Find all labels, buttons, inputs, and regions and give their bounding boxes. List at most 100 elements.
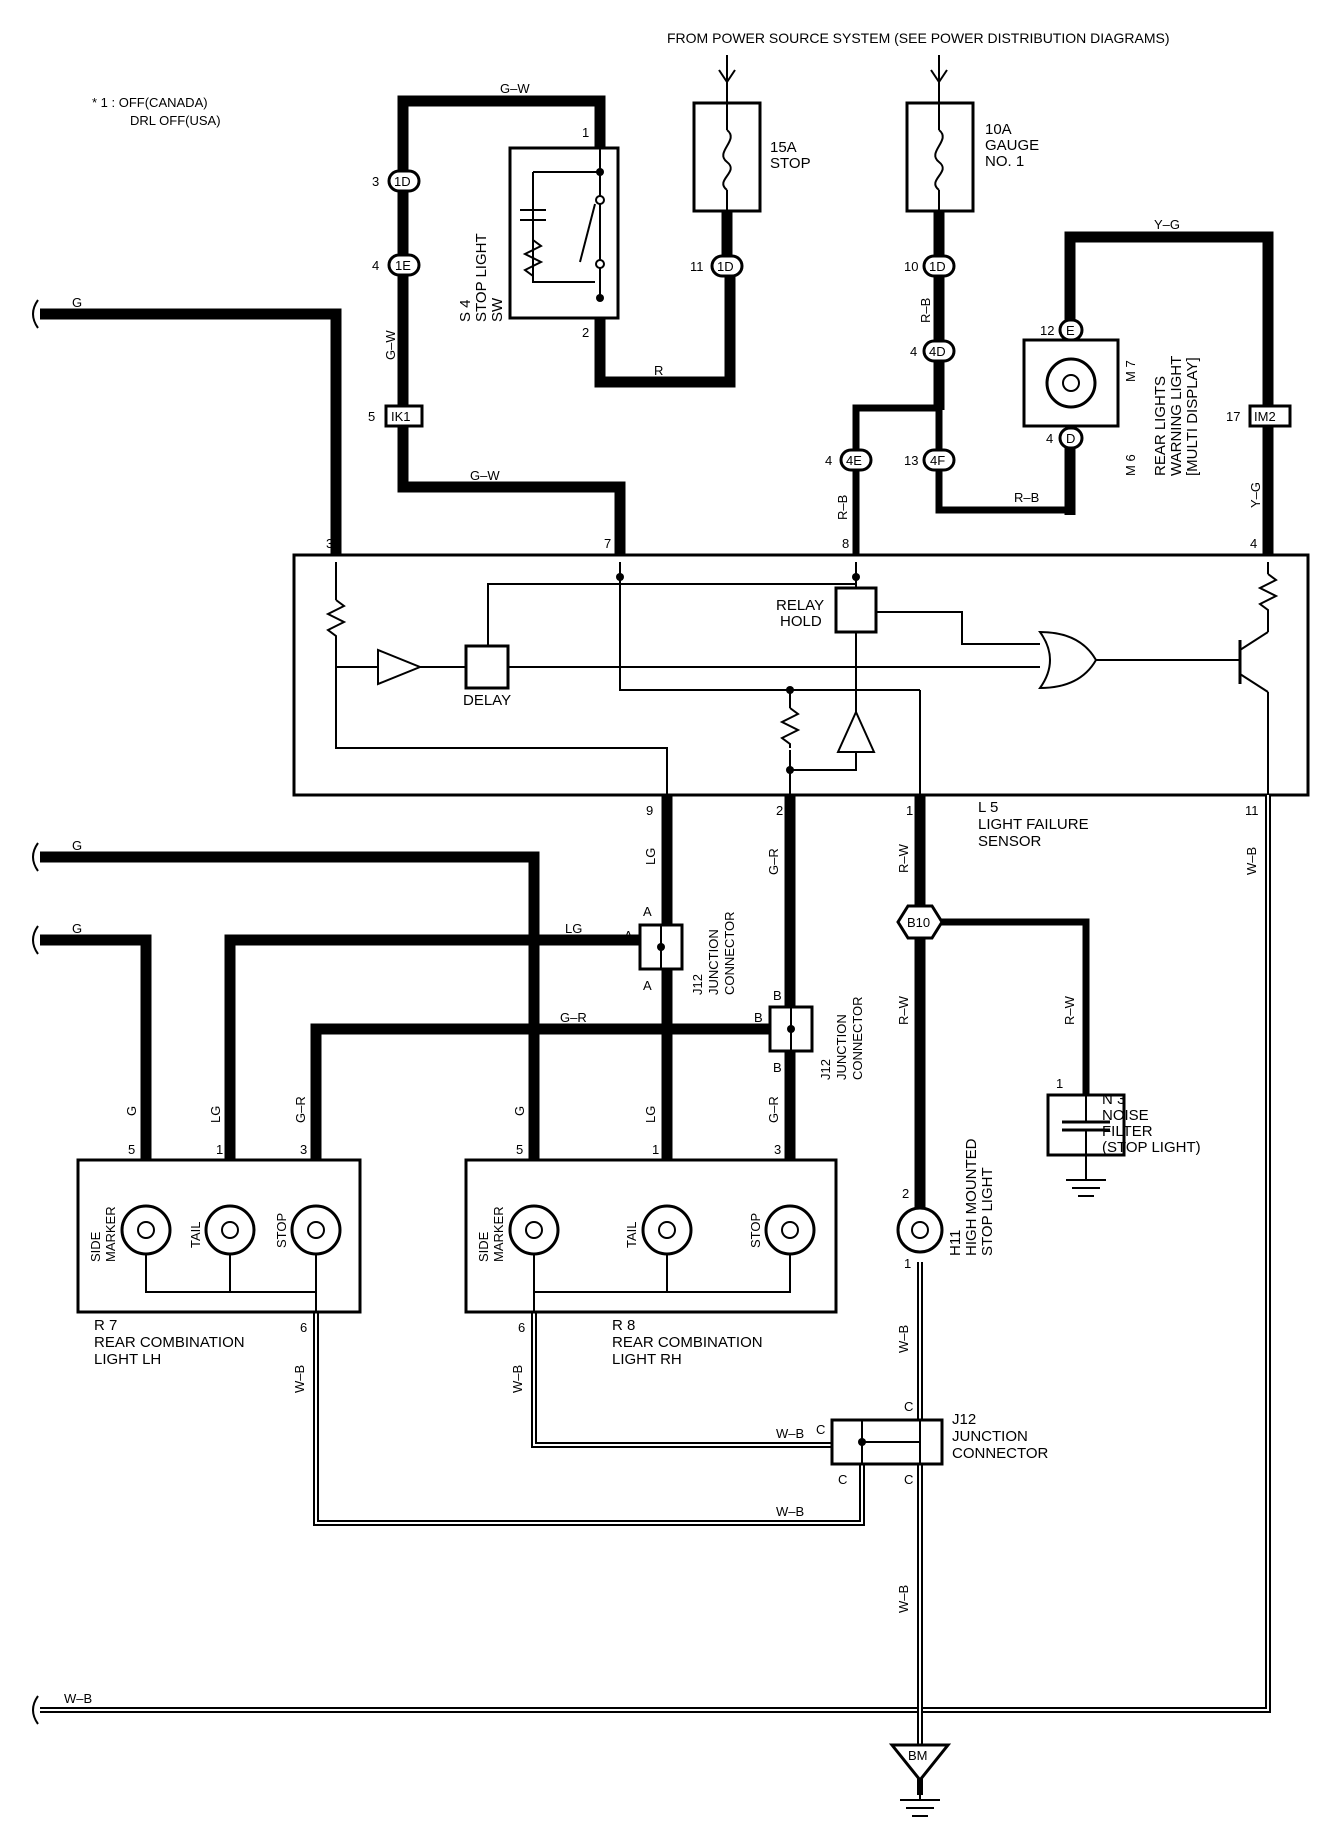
j12c-pin-C-bl: C	[838, 1472, 847, 1487]
r7-name: REAR COMBINATION	[94, 1334, 245, 1351]
pin-3-1D: 3	[372, 174, 379, 189]
j12c-pin-C-br: C	[904, 1472, 913, 1487]
s4-name: STOP LIGHT	[473, 233, 490, 322]
warning-light-name3: [MULTI DISPLAY]	[1184, 357, 1201, 476]
wire-wb-6: W–B	[896, 1325, 911, 1353]
relay-hold-label: RELAY	[776, 597, 824, 614]
footnote-line-1: * 1 : OFF(CANADA)	[92, 95, 208, 110]
j12c-name: JUNCTION	[952, 1428, 1028, 1445]
r8-bulb-marker: MARKER	[491, 1206, 506, 1262]
pin-17-IM2: 17	[1226, 409, 1240, 424]
wire-gw-mid: G–W	[470, 468, 500, 483]
wire-wb-7: W–B	[896, 1585, 911, 1613]
lower-wiring	[40, 795, 1090, 1230]
wire-rb-3: R–B	[1014, 490, 1039, 505]
warning-light-name2: WARNING LIGHT	[1168, 356, 1185, 476]
light-failure-sensor: RELAY HOLD DELAY 3 7 8 4 9 2 1 11 L 5 LI…	[292, 536, 1310, 850]
l5-id: L 5	[978, 799, 998, 816]
wire-gr-1: G–R	[766, 848, 781, 875]
pin-12-E: 12	[1040, 323, 1054, 338]
connectors-top: 1D 3 1E 4 IK1 5 1D 11 1D 10 4D 4 4E 4 4F…	[368, 169, 1292, 472]
s4-pin-1: 1	[582, 125, 589, 140]
rear-combination-light-lh: SIDE MARKER TAIL STOP 5 1 3 6 R 7 REAR C…	[76, 1142, 362, 1368]
rear-combination-light-rh: SIDE MARKER TAIL STOP 5 1 3 6 R 8 REAR C…	[464, 1142, 838, 1368]
wire-g-2: G	[72, 838, 82, 853]
wire-labels: G–W G–W G–W R G R–B R–B R–B Y–G Y–G G G …	[64, 81, 1263, 1706]
ground-bm: BM	[888, 1743, 952, 1817]
l5-pin-2: 2	[776, 803, 783, 818]
pin-5-IK1: 5	[368, 409, 375, 424]
h11-id: H11	[947, 1230, 964, 1256]
fuse-gauge-name: GAUGE	[985, 137, 1039, 154]
m7-id: M 7	[1123, 360, 1138, 382]
h11-pin-1: 1	[904, 1256, 911, 1271]
j12a-id: J12	[690, 974, 705, 995]
noise-filter: 1 N 3 NOISE FILTER (STOP LIGHT)	[1046, 1076, 1201, 1197]
conn-D: D	[1066, 431, 1075, 446]
footnote-line-2: DRL OFF(USA)	[130, 113, 221, 128]
wire-rw-2: R–W	[896, 995, 911, 1025]
conn-IK1: IK1	[391, 409, 411, 424]
r8-pin-3: 3	[774, 1142, 781, 1157]
power-input-arrows	[718, 55, 948, 105]
j12a-name2: CONNECTOR	[722, 911, 737, 995]
l5-name2: SENSOR	[978, 833, 1042, 850]
wire-wb-3: W–B	[510, 1365, 525, 1393]
pin-10-1D: 10	[904, 259, 918, 274]
r8-bulb-stop: STOP	[748, 1213, 763, 1248]
wire-yg-top: Y–G	[1154, 217, 1180, 232]
j12b-name: JUNCTION	[834, 1014, 849, 1080]
power-source-label: FROM POWER SOURCE SYSTEM (SEE POWER DIST…	[667, 30, 1169, 46]
m6-id: M 6	[1123, 454, 1138, 476]
j12a-name: JUNCTION	[706, 929, 721, 995]
wire-g-3: G	[72, 921, 82, 936]
wire-g-4: G	[124, 1106, 139, 1116]
r7-bulb-tail: TAIL	[188, 1222, 203, 1249]
stop-light-switch: S 4 STOP LIGHT SW 1 2	[457, 125, 620, 340]
fuse-gauge-number: NO. 1	[985, 153, 1024, 170]
n3-name2: FILTER	[1102, 1123, 1153, 1140]
wire-terminators	[32, 299, 39, 1725]
b10-splice: B10	[896, 904, 944, 940]
r8-name2: LIGHT RH	[612, 1351, 682, 1368]
wire-lg-4: LG	[643, 1106, 658, 1123]
conn-4E: 4E	[846, 453, 862, 468]
wire-rw-1: R–W	[896, 843, 911, 873]
j12a-pin-A-top: A	[643, 904, 652, 919]
j12b-name2: CONNECTOR	[850, 996, 865, 1080]
wire-gw-left: G–W	[383, 330, 398, 360]
fuse-gauge: 10A GAUGE NO. 1	[905, 101, 1039, 213]
fuse-stop: 15A STOP	[692, 101, 811, 213]
conn-IM2: IM2	[1254, 409, 1276, 424]
h11-name: HIGH MOUNTED	[963, 1138, 980, 1256]
wire-lg-2: LG	[565, 921, 582, 936]
l5-name: LIGHT FAILURE	[978, 816, 1089, 833]
wire-wb-5: W–B	[776, 1504, 804, 1519]
j12b-id: J12	[818, 1059, 833, 1080]
wire-g-5: G	[512, 1106, 527, 1116]
r7-pin-3: 3	[300, 1142, 307, 1157]
conn-B10: B10	[907, 915, 930, 930]
high-mounted-stop-light: 2 1 H11 HIGH MOUNTED STOP LIGHT	[896, 1138, 996, 1271]
r7-pin-1: 1	[216, 1142, 223, 1157]
wire-g-1: G	[72, 295, 82, 310]
r8-name: REAR COMBINATION	[612, 1334, 763, 1351]
s4-id: S 4	[457, 299, 474, 322]
conn-1D-a: 1D	[394, 174, 411, 189]
wire-yg-side: Y–G	[1248, 482, 1263, 508]
wire-lg-3: LG	[208, 1106, 223, 1123]
pin-4-D: 4	[1046, 431, 1053, 446]
warning-light-name: REAR LIGHTS	[1152, 376, 1169, 476]
wire-wb-2: W–B	[292, 1365, 307, 1393]
pin-13-4F: 13	[904, 453, 918, 468]
n3-id: N 3	[1102, 1091, 1125, 1108]
top-wiring	[40, 95, 1274, 562]
r7-id: R 7	[94, 1317, 117, 1334]
r7-pin-6: 6	[300, 1320, 307, 1335]
j12c-name2: CONNECTOR	[952, 1445, 1049, 1462]
wire-gw-top: G–W	[500, 81, 530, 96]
l5-pin-7: 7	[604, 536, 611, 551]
r8-bulb-side: SIDE	[476, 1231, 491, 1262]
wire-r: R	[654, 363, 663, 378]
